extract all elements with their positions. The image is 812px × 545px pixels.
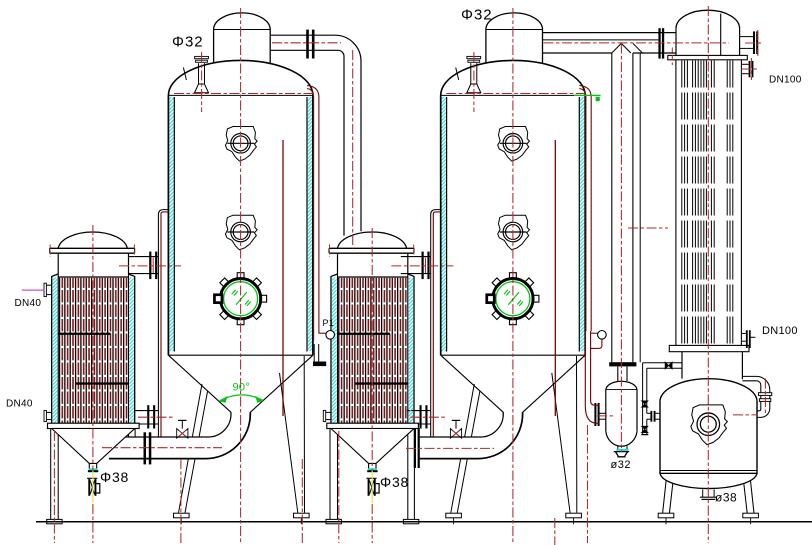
svg-text:90°: 90° bbox=[233, 382, 251, 394]
svg-text:DN40: DN40 bbox=[6, 399, 33, 410]
svg-text:DN40: DN40 bbox=[15, 298, 42, 309]
svg-text:ø38: ø38 bbox=[715, 491, 737, 505]
svg-text:Φ38: Φ38 bbox=[100, 469, 129, 485]
svg-text:ø32: ø32 bbox=[611, 459, 631, 471]
svg-text:Φ38: Φ38 bbox=[380, 474, 409, 490]
svg-text:P1: P1 bbox=[323, 318, 335, 328]
svg-text:DN100: DN100 bbox=[769, 75, 802, 86]
svg-text:DN100: DN100 bbox=[762, 325, 798, 337]
svg-text:Φ32: Φ32 bbox=[461, 7, 493, 24]
svg-text:Φ32: Φ32 bbox=[172, 34, 204, 51]
